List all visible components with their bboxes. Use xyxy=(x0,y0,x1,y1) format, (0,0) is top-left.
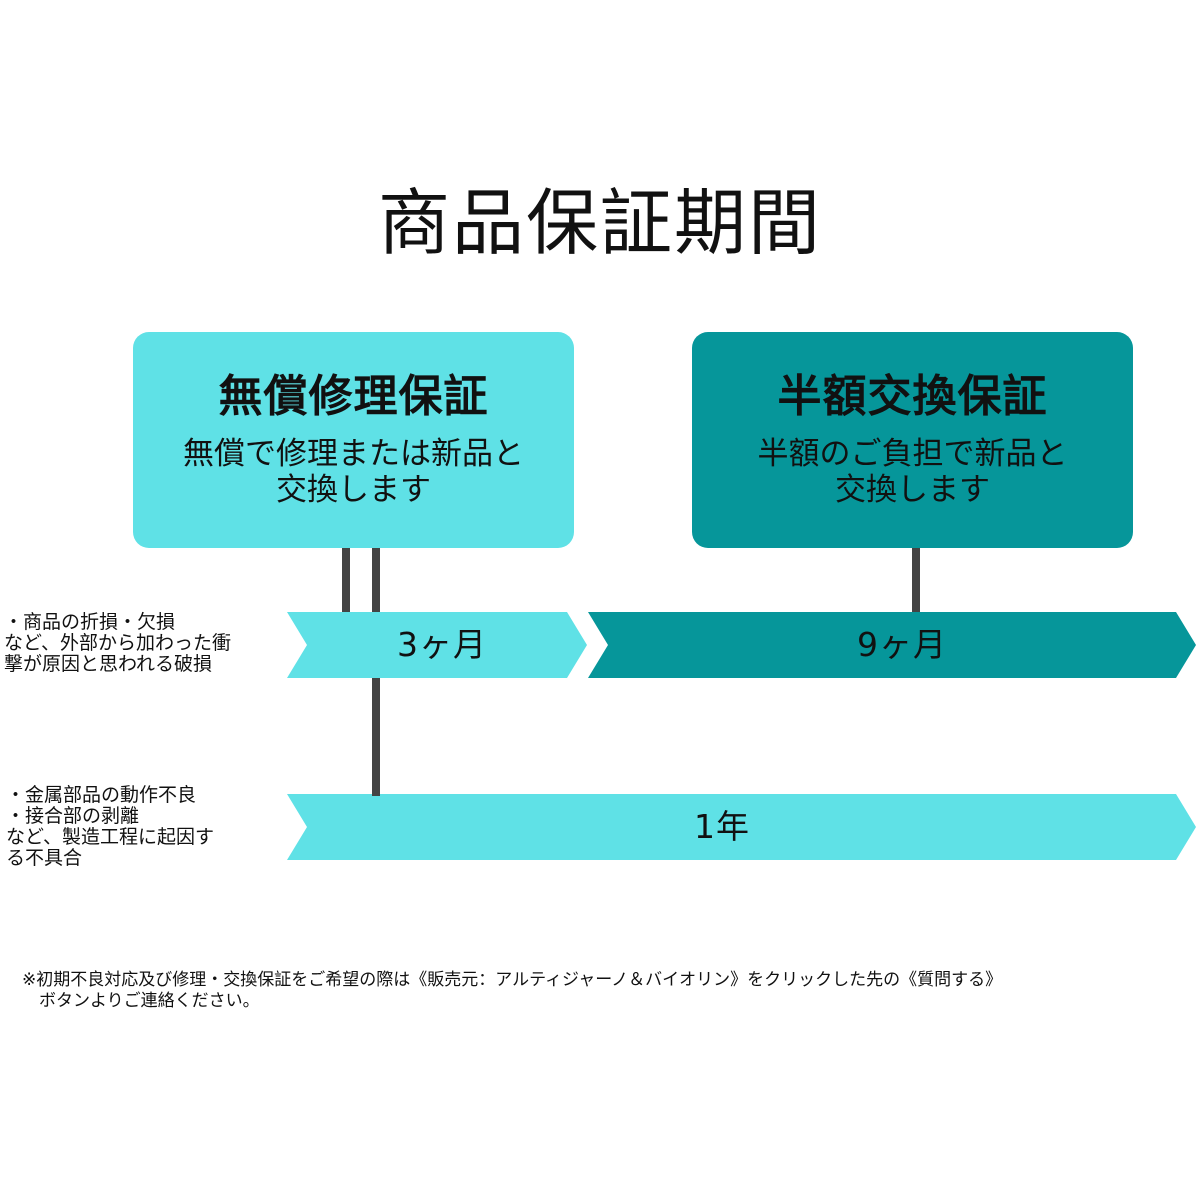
connector-free-row2-overlay xyxy=(372,678,380,796)
connector-half-row1 xyxy=(912,546,920,614)
arrow-1-year xyxy=(287,794,1196,860)
connector-free-row1 xyxy=(342,546,350,614)
period-3-months: 3ヶ月 xyxy=(397,625,487,664)
condition-row1: ・商品の折損・欠損 など、外部から加わった衝 撃が原因と思われる破損 xyxy=(4,611,232,675)
free-repair-card: 無償修理保証 無償で修理または新品と 交換します xyxy=(133,332,574,548)
arrow-3-months xyxy=(287,612,587,678)
page-title: 商品保証期間 xyxy=(377,181,822,265)
period-9-months: 9ヶ月 xyxy=(857,625,947,664)
half-price-title: 半額交換保証 xyxy=(777,371,1048,422)
condition-row2: ・金属部品の動作不良 ・接合部の剥離 など、製造工程に起因す る不具合 xyxy=(6,784,215,869)
free-repair-description: 無償で修理または新品と 交換します xyxy=(183,436,524,508)
contact-note: ※初期不良対応及び修理・交換保証をご希望の際は《販売元：アルティジャーノ＆バイオ… xyxy=(22,970,1003,1011)
arrow-9-months xyxy=(588,612,1196,678)
half-price-card: 半額交換保証 半額のご負担で新品と 交換します xyxy=(692,332,1133,548)
period-1-year: 1年 xyxy=(694,807,750,846)
half-price-description: 半額のご負担で新品と 交換します xyxy=(757,436,1068,508)
free-repair-title: 無償修理保証 xyxy=(218,371,489,422)
